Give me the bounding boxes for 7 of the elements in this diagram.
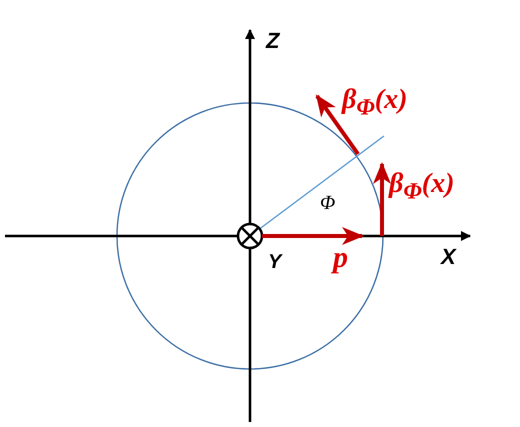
angle-label: Φ [320, 193, 336, 213]
vector-label: p [333, 243, 348, 273]
axis-label: X [441, 246, 456, 268]
vector-label: β$_{Φ}$(x) [342, 86, 408, 120]
axis-label: Y [268, 252, 282, 272]
vector-label: β$_{Φ}$(x) [389, 170, 454, 204]
axis-label: Z [266, 30, 280, 52]
